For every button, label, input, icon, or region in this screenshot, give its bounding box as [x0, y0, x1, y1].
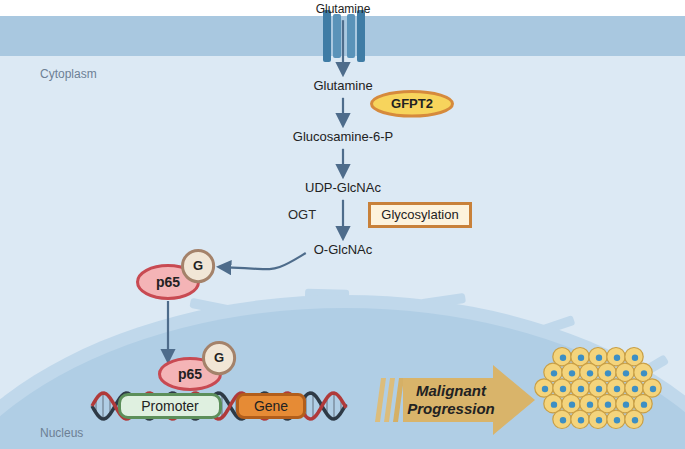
progression-arrow: Malignant Progression: [375, 365, 535, 435]
node-text: Malignant Progression: [405, 382, 497, 418]
flow-arrow: [167, 301, 169, 361]
node-text: O-GlcNAc: [314, 242, 373, 258]
dna-helix: [92, 393, 346, 419]
node-text: Gene: [254, 398, 288, 415]
flow-arrow: [342, 200, 344, 238]
nuclear-envelope: [0, 295, 685, 449]
enzyme-label: OGT: [288, 207, 316, 223]
extracellular-space: [0, 0, 685, 16]
node-text: Glycosylation: [381, 207, 458, 223]
process-box: Glycosylation: [368, 202, 472, 228]
metabolite-label: Glucosamine-6-P: [287, 126, 399, 148]
enzyme-oval: GFPT2: [370, 90, 454, 118]
node-text: p65: [178, 366, 202, 383]
node-text: G: [193, 258, 203, 274]
flow-arrow: [342, 149, 344, 176]
gene-box: Gene: [236, 393, 306, 419]
node-text: Promoter: [141, 398, 199, 415]
metabolite-label: O-GlcNAc: [308, 239, 379, 261]
node-text: Glutamine: [313, 78, 372, 94]
tumor-cell-cluster: [535, 347, 661, 428]
node-text: UDP-GlcNAc: [305, 180, 381, 196]
flow-arrow: [342, 20, 344, 74]
promoter-box: Promoter: [118, 393, 222, 419]
node-text: Glutamine: [316, 2, 371, 16]
metabolite-label: Glutamine: [307, 75, 378, 97]
glycan-circle: G: [181, 249, 215, 283]
node-text: p65: [156, 274, 180, 291]
glycan-circle: G: [202, 341, 236, 375]
metabolite-label: Glutamine: [310, 0, 377, 19]
flow-arrow: [342, 98, 344, 125]
node-text: Glucosamine-6-P: [293, 129, 393, 145]
compartment-label: Nucleus: [40, 426, 83, 440]
metabolite-label: UDP-GlcNAc: [299, 177, 387, 199]
nucleus-interior: [0, 308, 685, 449]
compartment-label: Cytoplasm: [40, 67, 97, 81]
node-text: G: [214, 350, 224, 366]
flow-arrow: [219, 253, 306, 269]
node-text: GFPT2: [391, 96, 433, 112]
